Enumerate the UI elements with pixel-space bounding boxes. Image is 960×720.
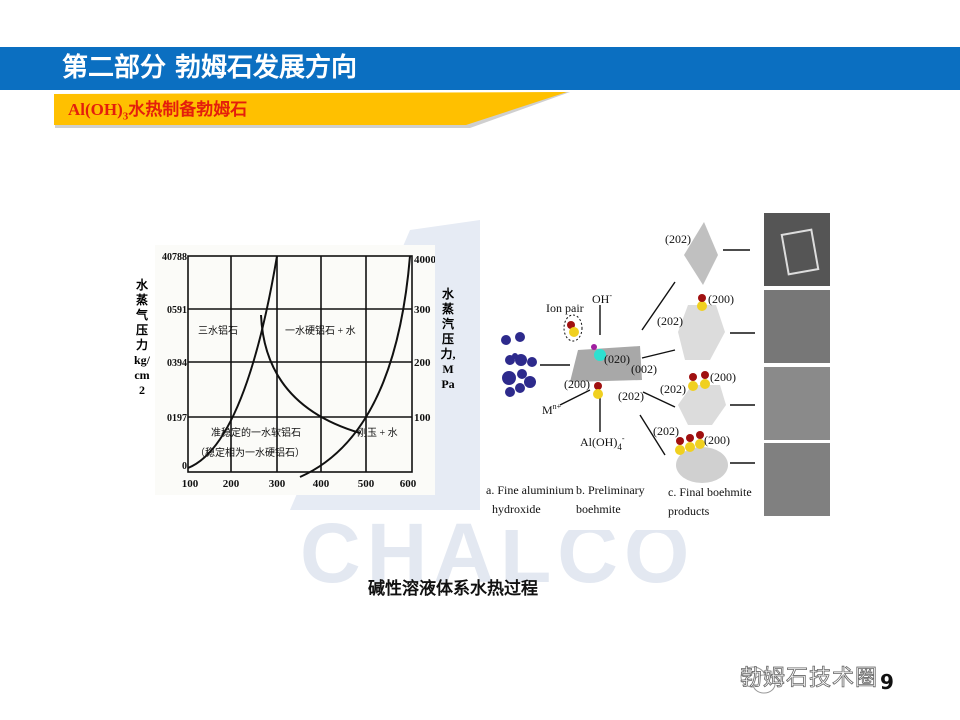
caption-c: c. Final boehmite	[668, 485, 752, 499]
label-200: (200)	[564, 377, 590, 391]
label-oh: OH-	[592, 291, 612, 306]
label-202: (202)	[660, 382, 686, 396]
caption-c: products	[668, 504, 710, 518]
label-ion-pair: Ion pair	[546, 301, 584, 315]
label-oh-sup: -	[609, 291, 612, 300]
label-m-text: M	[542, 403, 553, 417]
label-202: (202)	[657, 314, 683, 328]
region-label: 刚玉 + 水	[357, 427, 398, 439]
region-label: 准稳定的一水软铝石	[211, 426, 301, 439]
caption-a: a. Fine aluminium	[486, 483, 574, 497]
left-tick: 0394	[167, 358, 187, 369]
boehmite-growth-diagram: Ion pair OH- (020) (002) (200) (202) Mn+…	[480, 210, 840, 530]
subtitle-formula: Al(OH)	[68, 100, 123, 119]
label-020: (020)	[604, 352, 630, 366]
subtitle-subscript: 3	[122, 110, 129, 123]
label-200: (200)	[710, 370, 736, 384]
caption-b: boehmite	[576, 502, 621, 516]
right-tick: 4000	[414, 254, 435, 266]
label-002: (002)	[631, 362, 657, 376]
label-202: (202)	[618, 389, 644, 403]
region-label: 三水铝石	[198, 325, 238, 337]
caption-b: b. Preliminary	[576, 483, 645, 497]
label-aloh-sub: 4	[617, 442, 622, 452]
page-number: 9	[880, 670, 894, 694]
left-tick: 0591	[167, 305, 187, 316]
phase-diagram: 40788 0591 0394 0197 0 4000 300 200 100 …	[155, 245, 435, 495]
right-tick: 200	[414, 357, 431, 369]
left-tick: 40788	[162, 252, 187, 263]
label-200: (200)	[708, 292, 734, 306]
x-tick: 200	[223, 478, 240, 490]
subtitle-text: 水热制备勃姆石	[128, 100, 248, 119]
label-aloh-sup: -	[622, 434, 625, 443]
wechat-icon	[740, 666, 776, 694]
aluminium-hydroxide-particles	[501, 332, 537, 397]
x-tick: 500	[358, 478, 375, 490]
x-tick: 100	[182, 478, 199, 490]
left-tick: 0197	[167, 413, 187, 424]
figure-caption: 碱性溶液体系水热过程	[368, 579, 538, 599]
sem-images	[764, 213, 830, 516]
left-tick: 0	[182, 461, 187, 472]
label-m-sup: n+	[553, 402, 562, 411]
label-m: Mn+	[542, 402, 562, 417]
right-tick: 300	[414, 304, 431, 316]
label-oh-text: OH	[592, 292, 610, 306]
header-bar	[0, 47, 960, 90]
subtitle-banner	[54, 92, 570, 128]
x-tick: 600	[400, 478, 417, 490]
footer-brand: 勃姆石技术圈	[740, 666, 879, 692]
label-202: (202)	[665, 232, 691, 246]
x-tick: 400	[313, 478, 330, 490]
label-aloh4: Al(OH)4-	[580, 434, 625, 452]
x-tick: 300	[269, 478, 286, 490]
left-axis-label: 水蒸气压力kg/cm2	[134, 278, 151, 397]
right-axis-label: 水蒸汽压力,MPa	[440, 287, 456, 391]
label-200: (200)	[704, 433, 730, 447]
section-subtitle: Al(OH)3水热制备勃姆石	[68, 98, 247, 128]
region-label: 一水硬铝石 + 水	[285, 325, 356, 337]
region-label: （稳定相为一水硬铝石）	[195, 446, 305, 459]
label-202: (202)	[653, 424, 679, 438]
right-tick: 100	[414, 412, 431, 424]
page-title: 第二部分 勃姆石发展方向	[62, 53, 358, 83]
caption-a: hydroxide	[492, 502, 541, 516]
label-aloh-text: Al(OH)	[580, 435, 617, 449]
